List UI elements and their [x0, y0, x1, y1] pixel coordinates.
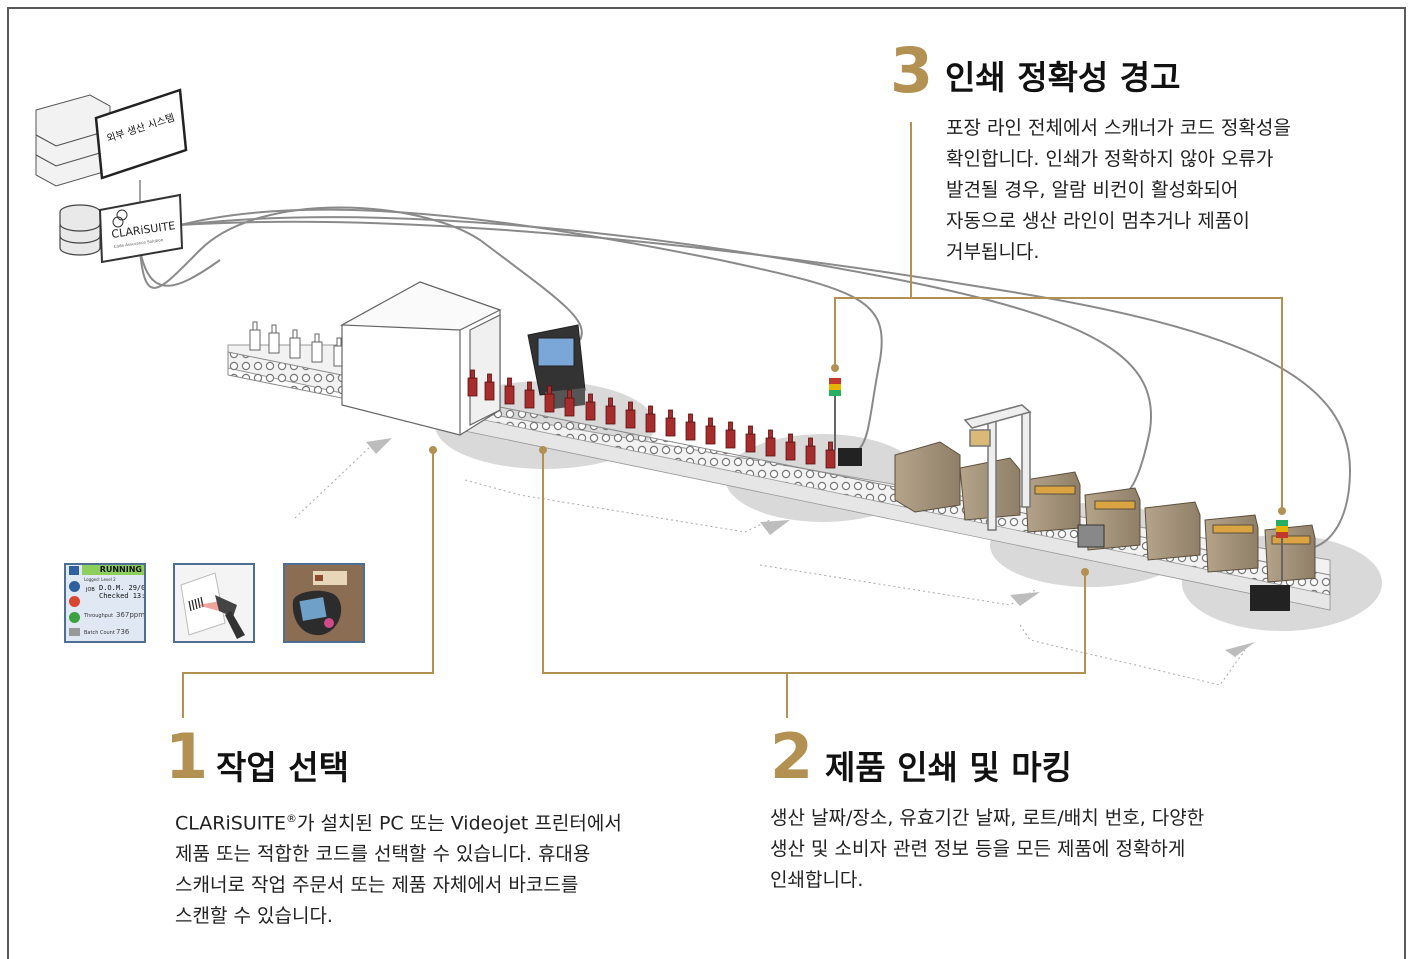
step-2-description: 생산 날짜/장소, 유효기간 날짜, 로트/배치 번호, 다양한 생산 및 소비… — [770, 803, 1204, 896]
step-3-line-5: 거부됩니다. — [946, 241, 1040, 263]
step-1-line-2: 제품 또는 적합한 코드를 선택할 수 있습니다. 휴대용 — [175, 843, 591, 866]
step-1-brand: CLARiSUITE — [175, 812, 286, 835]
hmi-logged: Logged: Level 2 — [84, 577, 116, 582]
callout-leaders — [182, 122, 1283, 718]
flow-arrows — [294, 444, 1246, 686]
step-1-number: 1 — [165, 720, 209, 793]
hmi-job-label: JOB — [86, 587, 95, 593]
step-1-description: CLARiSUITE®가 설치된 PC 또는 Videojet 프린터에서 제품… — [175, 803, 622, 932]
step-1-line-3: 스캐너로 작업 주문서 또는 제품 자체에서 바코드를 — [175, 874, 579, 897]
step-3-number: 3 — [890, 34, 934, 107]
step-2-title: 제품 인쇄 및 마킹 — [825, 748, 1072, 787]
step-3-line-3: 발견될 경우, 알람 비컨이 활성화되어 — [946, 179, 1239, 201]
hmi-throughput-value: 367ppm — [116, 611, 146, 619]
hmi-batch-label: Batch Count — [84, 630, 115, 636]
case-packer — [963, 404, 1032, 531]
handheld-scanner-icon — [180, 572, 245, 639]
hmi-stop-icon — [69, 596, 80, 607]
handheld-scanner-thumbnail — [173, 563, 255, 643]
hmi-batch-value: 736 — [116, 628, 130, 636]
cases — [894, 441, 1316, 583]
step-1-line-1: CLARiSUITE®가 설치된 PC 또는 Videojet 프린터에서 — [175, 803, 622, 839]
clarisuite-sign: CLARiSUITE Code Assurance Solution — [98, 193, 184, 264]
step-1-title: 작업 선택 — [216, 748, 349, 787]
hmi-ok-icon — [69, 612, 80, 623]
hmi-checked: Checked 13: — [99, 592, 146, 600]
step-2-line-3: 인쇄합니다. — [770, 869, 864, 891]
hmi-info-icon — [69, 581, 80, 592]
step-3-description: 포장 라인 전체에서 스캐너가 코드 정확성을 확인합니다. 인쇄가 정확하지 … — [946, 113, 1291, 268]
server-stack — [35, 94, 111, 187]
hmi-home-icon — [69, 566, 79, 575]
mobile-scanner-thumbnail — [283, 563, 365, 643]
step-2-line-1: 생산 날짜/장소, 유효기간 날짜, 로트/배치 번호, 다양한 — [770, 807, 1205, 829]
scanner-beacon-2 — [1250, 520, 1290, 611]
scanner-beacon-1 — [829, 378, 862, 466]
step-2-number: 2 — [770, 720, 814, 793]
bottles-unprinted — [249, 321, 345, 367]
infeed-enclosure — [339, 281, 502, 436]
step-3-line-4: 자동으로 생산 라인이 멈추거나 제품이 — [946, 210, 1250, 232]
step-1-line-1-rest: 가 설치된 PC 또는 Videojet 프린터에서 — [296, 812, 622, 835]
diagram-frame — [7, 7, 1406, 959]
bottles-printed — [467, 369, 836, 469]
cables — [139, 206, 1352, 549]
hmi-status-bar — [82, 565, 144, 575]
step-2-line-2: 생산 및 소비자 관련 정보 등을 모든 제품에 정확하게 — [770, 838, 1186, 860]
callout-dots — [429, 364, 1286, 576]
hmi-batch-icon — [69, 628, 80, 636]
step-3-title: 인쇄 정확성 경고 — [945, 58, 1181, 97]
conveyor-belt — [227, 344, 1331, 611]
step-1-registered-mark: ® — [285, 812, 297, 825]
step-3-line-2: 확인합니다. 인쇄가 정확하지 않아 오류가 — [946, 148, 1274, 170]
external-system-sign: 외부 생산 시스템 — [94, 88, 188, 180]
clarisuite-sub-text: Code Assurance Solution — [113, 237, 163, 249]
hmi-job-value: D.O.M. 29/0 — [99, 584, 146, 592]
hmi-throughput-label: Throughput — [84, 613, 114, 619]
flow-arrowheads — [366, 438, 1255, 657]
step-3-line-1: 포장 라인 전체에서 스캐너가 코드 정확성을 — [946, 117, 1291, 139]
step-1-line-4: 스캔할 수 있습니다. — [175, 905, 333, 928]
hmi-status: RUNNING — [99, 565, 142, 574]
database-icon — [59, 204, 101, 256]
mobile-device-icon — [285, 565, 363, 641]
hmi-screen-thumbnail: RUNNING Logged: Level 2 JOB D.O.M. 29/0 … — [64, 563, 146, 643]
scanner-2 — [1077, 524, 1105, 548]
